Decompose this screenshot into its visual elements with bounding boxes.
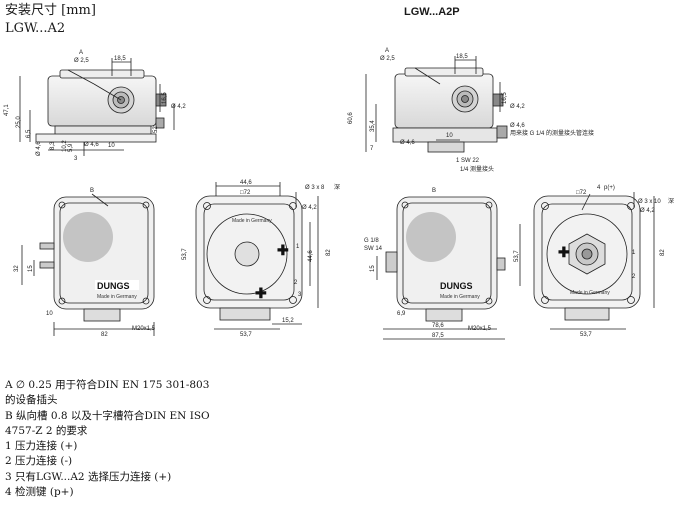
dim-note: 1 SW 22 <box>456 158 480 164</box>
dim-text: SW 14 <box>364 246 383 252</box>
dim-text: 6,9 <box>397 311 406 317</box>
note-line-3: B 纵向槽 0.8 以及十字槽符合DIN EN ISO <box>5 409 210 422</box>
dim-text: M20x1,5 <box>132 326 156 332</box>
note-line-5: 1 压力连接 (+) <box>5 440 78 453</box>
dim-text: 15,2 <box>282 318 294 324</box>
right-back-view <box>519 192 655 330</box>
dim-text: 82 <box>660 249 666 256</box>
dim-text: Ø 4,2 <box>171 104 186 110</box>
note-line-8: 4 检测键 (p+) <box>5 486 74 499</box>
left-front-brand-text: DUNGS <box>97 281 130 291</box>
dim-text: 10 <box>108 143 115 149</box>
callout-number: 2 <box>632 274 636 280</box>
dim-text: 深 <box>668 197 674 205</box>
note-line-7: 3 只有LGW...A2 选择压力连接 (+) <box>5 470 172 483</box>
left-back-plus-icon: ✚ <box>277 242 289 258</box>
dim-text: 16,5 <box>162 92 168 104</box>
dim-text: M20x1,5 <box>468 326 492 332</box>
dim-text: 47,1 <box>4 104 10 116</box>
dim-text: □72 <box>576 190 587 196</box>
right-back-plus-icon: ✚ <box>558 244 570 260</box>
dim-text: p(+) <box>604 185 615 191</box>
dim-text: 87,5 <box>432 333 444 339</box>
dim-text: 53,7 <box>514 250 520 262</box>
dim-note: Ø 4,6 <box>510 123 525 129</box>
right-back-made-in: Made in Germany <box>570 290 610 296</box>
dim-text: 7 <box>370 146 374 152</box>
right-front-view <box>376 196 506 340</box>
dim-text: 6,5 <box>26 129 32 138</box>
right-top-view <box>365 56 508 153</box>
note-line-1: A ∅ 0.25 用于符合DIN EN 175 301-803 <box>5 379 210 391</box>
dim-text: 15 <box>28 265 34 272</box>
dim-text: 16,5 <box>502 92 508 104</box>
dim-text: Ø 4,6 <box>400 140 415 146</box>
dim-text: 53,7 <box>182 248 188 260</box>
dim-text: □72 <box>240 190 251 196</box>
callout-number: 1 <box>632 250 636 256</box>
dim-text: Ø 4,6 <box>36 141 42 156</box>
dim-text: 3 <box>74 156 78 162</box>
dim-text: 10,2 <box>62 140 68 152</box>
left-front-made-in: Made in Germany <box>97 294 137 300</box>
dim-text: 32 <box>14 265 20 272</box>
dim-text: 78,6 <box>432 323 444 329</box>
dim-text: 52 <box>153 126 159 133</box>
right-front-brand: DUNGS Made in Germany <box>440 281 480 300</box>
dim-text: A <box>385 48 389 54</box>
right-front-made-in: Made in Germany <box>440 294 480 300</box>
left-top-view <box>19 58 175 156</box>
dim-text: 82 <box>101 332 108 338</box>
dim-text: 44,6 <box>308 250 314 262</box>
right-front-brand-text: DUNGS <box>440 281 473 291</box>
dim-note: 用来接 G 1/4 的测量接头管连接 <box>510 129 594 137</box>
right-title: LGW...A2P <box>404 6 460 18</box>
dim-text: 82 <box>326 249 332 256</box>
dim-text: Ø 3 x 10 <box>638 199 661 205</box>
dim-text: 深 <box>334 183 340 191</box>
dim-text: 10 <box>446 133 453 139</box>
left-back-view <box>195 182 319 330</box>
dim-text: Ø 2,5 <box>74 58 89 64</box>
dim-text: Ø 4,2 <box>510 104 525 110</box>
legend-notes: A ∅ 0.25 用于符合DIN EN 175 301-803 的设备插头 B … <box>5 378 210 500</box>
callout-number: 1 <box>296 244 300 250</box>
dim-text: B <box>432 188 436 194</box>
callout-number: 2 <box>294 280 298 286</box>
page-title: 安装尺寸 [mm] <box>5 3 96 18</box>
dim-text: G 1/8 <box>364 238 379 244</box>
dim-text: Ø 4,2 <box>302 205 317 211</box>
dim-text: 5,9 <box>68 143 74 152</box>
left-back-made-in: Made in Germany <box>232 218 272 224</box>
callout-number: 3 <box>298 292 302 298</box>
dim-text: A <box>79 50 83 56</box>
left-front-view <box>21 193 155 336</box>
page-subtitle: LGW...A2 <box>5 21 66 36</box>
dim-text: 53,7 <box>580 332 592 338</box>
dim-text: Ø 4,6 <box>84 142 99 148</box>
dim-text: Ø 4,2 <box>640 208 655 214</box>
dim-text: 35,4 <box>370 120 376 132</box>
dim-text: 8,3 <box>50 141 56 150</box>
dim-text: Ø 2,5 <box>380 56 395 62</box>
left-front-brand: DUNGS Made in Germany <box>95 280 139 300</box>
dim-text: 10 <box>46 311 53 317</box>
dim-text: 60,6 <box>348 112 354 124</box>
dim-text: 44,6 <box>240 180 252 186</box>
dim-text: 25,0 <box>16 116 22 128</box>
note-line-4: 4757-Z 2 的要求 <box>5 424 88 437</box>
left-back-plus-icon-2: ✚ <box>255 285 267 301</box>
dim-note: 1/4 测量接头 <box>460 165 494 173</box>
dim-text: B <box>90 188 94 194</box>
note-line-6: 2 压力连接 (-) <box>5 455 73 468</box>
note-line-2: 的设备插头 <box>5 394 58 407</box>
dim-text: 18,5 <box>456 54 468 60</box>
dim-text: 53,7 <box>240 332 252 338</box>
callout-number: 4 <box>597 185 601 191</box>
dim-text: 18,5 <box>114 56 126 62</box>
dim-text: 15 <box>370 265 376 272</box>
dim-text: Ø 3 x 8 <box>305 185 325 191</box>
